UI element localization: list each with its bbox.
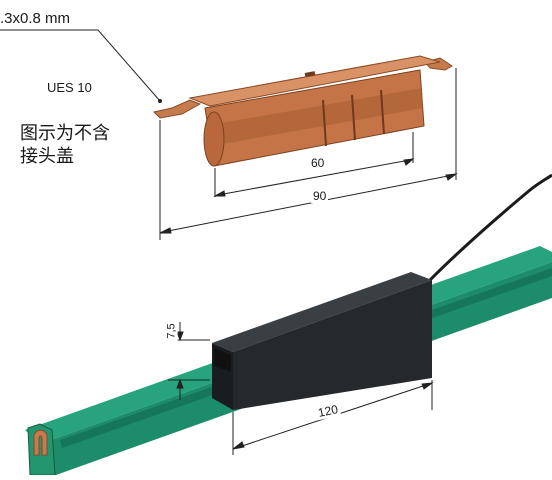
clip-top-plate: [188, 55, 441, 107]
cover-top: [212, 272, 432, 352]
dimension-90-label: 90: [311, 189, 329, 203]
clip-slot-3: [380, 89, 385, 135]
copper-clip: [153, 55, 453, 167]
clip-slot-2: [351, 94, 356, 141]
dimension-90: [159, 68, 458, 240]
dimension-60-label: 60: [309, 156, 327, 170]
model-label: UES 10: [47, 80, 92, 95]
cover-inner-lip: [214, 348, 231, 372]
note-label: 图示为不含接头盖: [20, 123, 110, 167]
rail-copper-conductor: [33, 429, 48, 456]
dimension-7-5-label: 7,5: [165, 321, 178, 341]
clip-top-hole: [304, 71, 316, 77]
dimension-60: [213, 132, 415, 197]
clip-slot-1: [322, 99, 327, 147]
clip-body-shade: [210, 88, 423, 146]
thickness-leader-line: [0, 29, 161, 102]
clip-left-tab: [153, 99, 202, 119]
thickness-label: .3x0.8 mm: [0, 10, 71, 27]
clip-end-roll: [203, 111, 225, 167]
dimension-7-5: [168, 322, 210, 400]
leader-dot: [158, 99, 162, 103]
cable: [428, 173, 552, 282]
joint-cover: [212, 272, 432, 410]
cover-front: [233, 280, 432, 410]
